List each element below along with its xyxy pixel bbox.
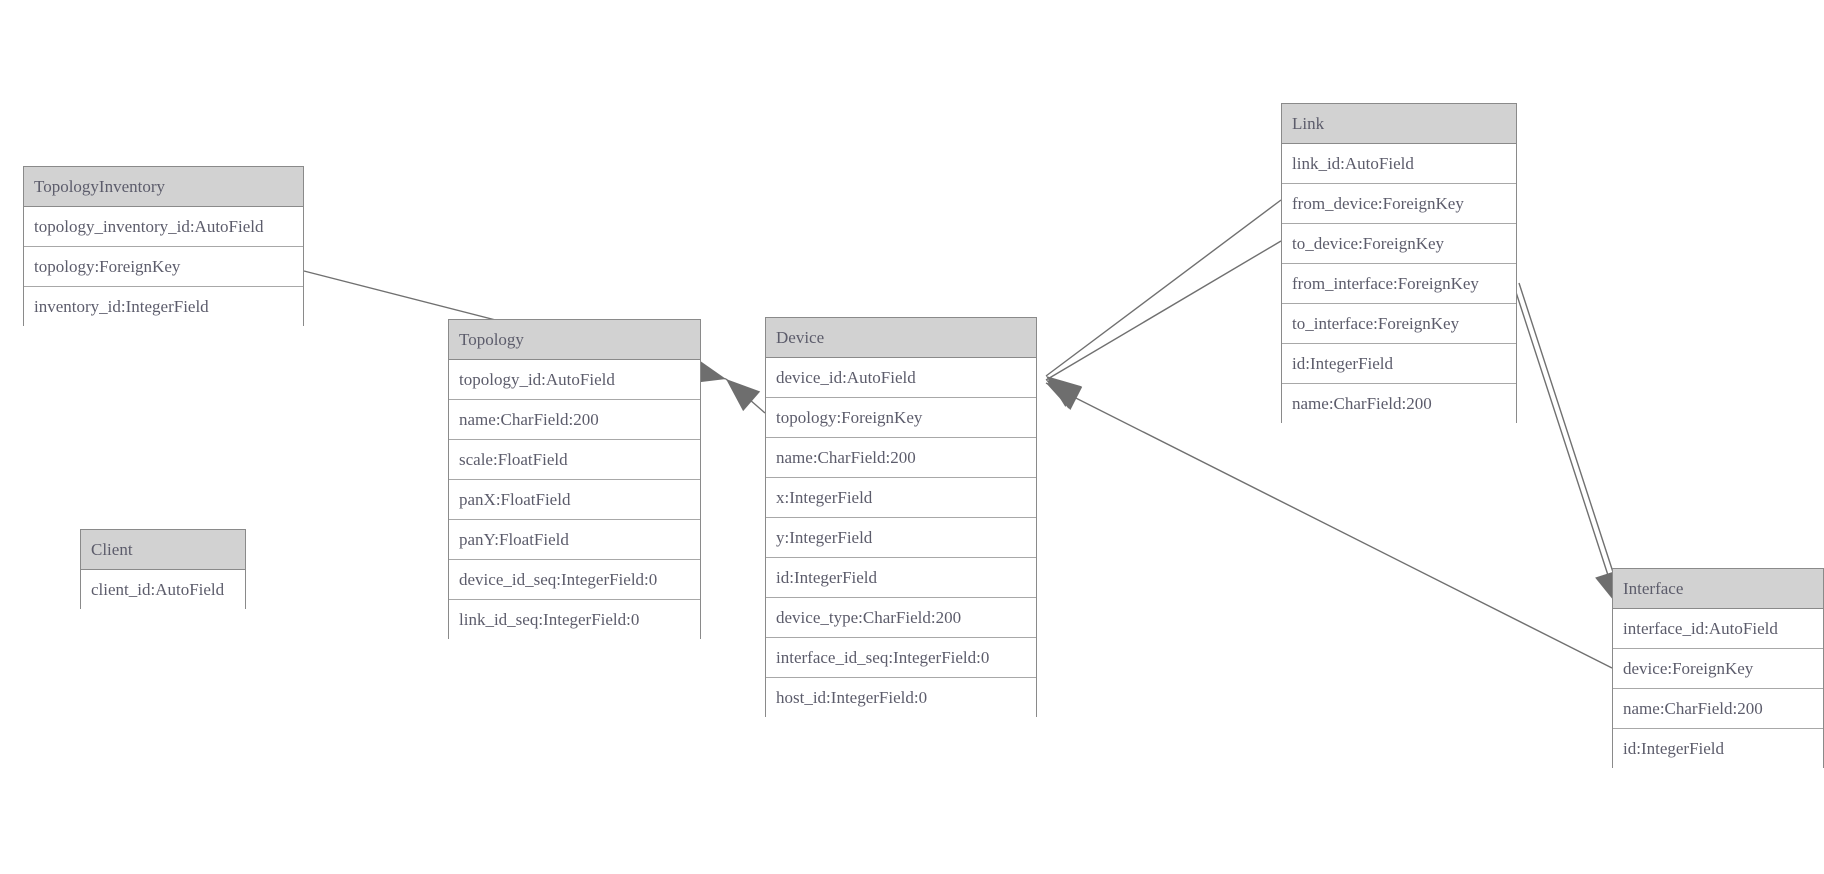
- arrowhead: [726, 379, 761, 412]
- entity-attribute: id:IntegerField: [766, 558, 1036, 598]
- entity-attribute: y:IntegerField: [766, 518, 1036, 558]
- entity-attribute: host_id:IntegerField:0: [766, 678, 1036, 718]
- entity-attribute: name:CharField:200: [1613, 689, 1823, 729]
- relation-link-to-device-to-device: [1045, 240, 1282, 409]
- entity-attribute: device_id:AutoField: [766, 358, 1036, 398]
- entity-title-device: Device: [766, 318, 1036, 358]
- entity-attribute: name:CharField:200: [449, 400, 700, 440]
- entity-attribute: id:IntegerField: [1282, 344, 1516, 384]
- entity-attribute: topology_id:AutoField: [449, 360, 700, 400]
- arrowhead: [1046, 376, 1081, 407]
- entity-attribute: interface_id_seq:IntegerField:0: [766, 638, 1036, 678]
- entity-attribute: x:IntegerField: [766, 478, 1036, 518]
- entity-attribute: device:ForeignKey: [1613, 649, 1823, 689]
- entity-attribute: from_device:ForeignKey: [1282, 184, 1516, 224]
- entity-title-topologyinventory: TopologyInventory: [24, 167, 303, 207]
- entity-attribute: to_device:ForeignKey: [1282, 224, 1516, 264]
- entity-attribute: name:CharField:200: [1282, 384, 1516, 424]
- entity-attribute: name:CharField:200: [766, 438, 1036, 478]
- entity-attribute: panY:FloatField: [449, 520, 700, 560]
- entity-attribute: panX:FloatField: [449, 480, 700, 520]
- entity-attribute: device_id_seq:IntegerField:0: [449, 560, 700, 600]
- entity-attribute: id:IntegerField: [1613, 729, 1823, 769]
- arrowhead: [1046, 380, 1082, 409]
- entity-attribute: link_id_seq:IntegerField:0: [449, 600, 700, 640]
- relation-device-to-topology: [725, 378, 766, 414]
- relation-link-from-interface-to-interface: [1512, 282, 1620, 607]
- entity-attribute: topology:ForeignKey: [24, 247, 303, 287]
- entity-attribute: device_type:CharField:200: [766, 598, 1036, 638]
- entity-title-client: Client: [81, 530, 245, 570]
- entity-attribute: from_interface:ForeignKey: [1282, 264, 1516, 304]
- relation-link-to-interface-to-interface: [1518, 282, 1626, 607]
- entity-title-link: Link: [1282, 104, 1516, 144]
- entity-title-topology: Topology: [449, 320, 700, 360]
- entity-attribute: client_id:AutoField: [81, 570, 245, 610]
- entity-attribute: interface_id:AutoField: [1613, 609, 1823, 649]
- entity-attribute: scale:FloatField: [449, 440, 700, 480]
- entity-attribute: topology_inventory_id:AutoField: [24, 207, 303, 247]
- arrowhead: [1046, 383, 1083, 411]
- entity-attribute: to_interface:ForeignKey: [1282, 304, 1516, 344]
- entity-attribute: link_id:AutoField: [1282, 144, 1516, 184]
- entity-attribute: topology:ForeignKey: [766, 398, 1036, 438]
- relation-link-from-device-to-device: [1045, 199, 1282, 407]
- entity-title-interface: Interface: [1613, 569, 1823, 609]
- entity-attribute: inventory_id:IntegerField: [24, 287, 303, 327]
